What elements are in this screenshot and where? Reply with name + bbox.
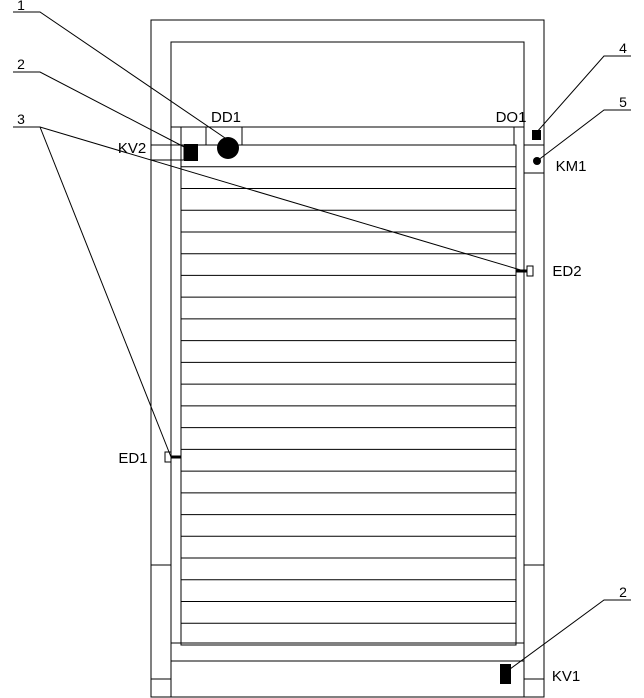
label-kv1: KV1 [552,668,580,685]
kv2-switch [150,144,198,161]
callout-2-top: 2 [17,56,25,72]
right-guide-rail [523,127,544,697]
label-kv2: KV2 [118,140,146,157]
dd1-sensor [205,126,243,159]
kv2-switch-body [184,144,198,161]
label-dd1: DD1 [211,109,241,126]
shutter-curtain [180,144,517,646]
ed2-sensor [516,265,534,277]
callout-5: 5 [619,94,627,110]
callout-1: 1 [17,0,25,13]
kv1-switch [500,664,511,684]
label-ed2: ED2 [552,263,581,280]
left-guide-rail [151,127,172,697]
label-km1: KM1 [556,158,587,175]
dd1-sensor-body [217,137,239,159]
bottom-bar [171,642,524,662]
ed1-sensor [164,451,181,463]
callout-3: 3 [17,111,25,127]
callout-4: 4 [619,40,627,56]
leader-lines [13,11,631,673]
outer-frame [150,19,545,698]
label-do1: DO1 [496,109,527,126]
callout-2-bottom: 2 [619,584,627,600]
label-ed1: ED1 [118,450,147,467]
do1-element [532,130,541,140]
